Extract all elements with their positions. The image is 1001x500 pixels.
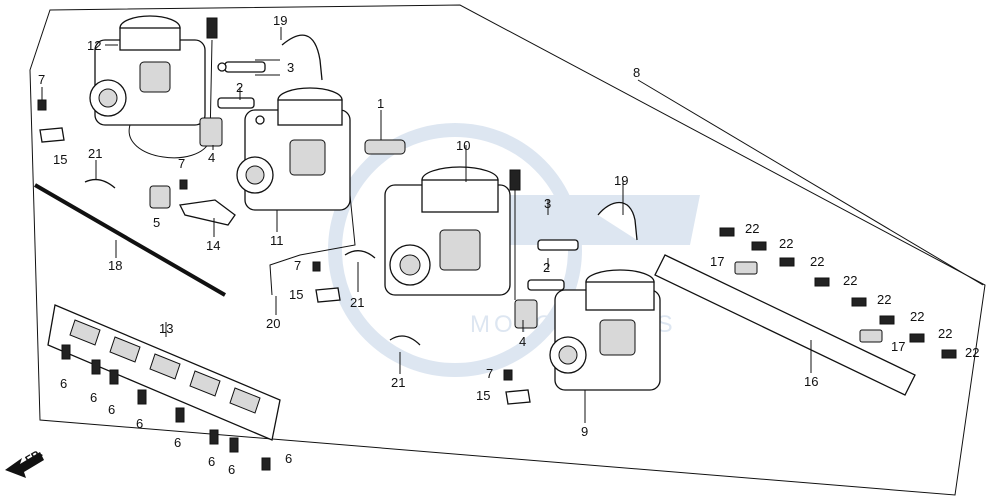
label-21: 21 [391, 375, 405, 390]
stay-plate-holes [69, 319, 261, 414]
label-6: 6 [228, 462, 235, 477]
label-22: 22 [779, 236, 793, 251]
label-11: 11 [270, 233, 284, 248]
link-arm-14 [179, 199, 236, 226]
label-3: 3 [544, 196, 551, 211]
carburetor-top-left [89, 15, 218, 159]
label-22: 22 [910, 309, 924, 324]
label-17: 17 [891, 339, 905, 354]
label-15: 15 [289, 287, 303, 302]
front-label: FR. [24, 447, 45, 466]
clamp-15-b [315, 287, 341, 303]
label-6: 6 [60, 376, 67, 391]
clip-21-a [84, 178, 116, 189]
clip-21-c [389, 335, 421, 346]
grommet-17-b [859, 329, 883, 343]
label-15: 15 [476, 388, 490, 403]
hose-19-top [281, 34, 323, 81]
carburetor-center [384, 166, 521, 300]
label-3: 3 [287, 60, 294, 75]
label-7: 7 [38, 72, 45, 87]
screw-7-a [37, 99, 47, 111]
clamp-15-a [39, 127, 65, 143]
label-22: 22 [965, 345, 979, 360]
label-6: 6 [90, 390, 97, 405]
label-19: 19 [273, 13, 287, 28]
label-1: 1 [377, 96, 384, 111]
label-22: 22 [810, 254, 824, 269]
label-6: 6 [108, 402, 115, 417]
spring-4-lower [514, 299, 538, 329]
front-direction-arrow: FR. [5, 447, 45, 478]
label-18: 18 [108, 258, 122, 273]
assembly-boundary [29, 4, 986, 496]
label-7: 7 [178, 156, 185, 171]
spring-5 [149, 185, 171, 209]
part-number-labels: 1 2 2 3 3 4 4 5 6 6 6 6 6 6 6 6 7 7 7 7 … [38, 13, 979, 477]
clamp-15-c [505, 389, 531, 405]
hose-19-right [597, 202, 638, 241]
label-6: 6 [208, 454, 215, 469]
screw-7-b [179, 179, 188, 190]
label-7: 7 [486, 366, 493, 381]
leader-lines [41, 27, 984, 423]
grommet-17-a [734, 261, 758, 275]
label-22: 22 [843, 273, 857, 288]
label-22: 22 [938, 326, 952, 341]
label-10: 10 [456, 138, 470, 153]
joint-pipes-upper [217, 61, 266, 125]
label-8: 8 [633, 65, 640, 80]
label-16: 16 [804, 374, 818, 389]
label-21: 21 [350, 295, 364, 310]
label-14: 14 [206, 238, 220, 253]
screws-6 [61, 344, 271, 471]
label-5: 5 [153, 215, 160, 230]
carburetor-right [549, 269, 661, 391]
label-19: 19 [614, 173, 628, 188]
screw-7-d [503, 369, 513, 381]
joint-pipes-lower [527, 239, 579, 291]
label-6: 6 [136, 416, 143, 431]
label-6: 6 [285, 451, 292, 466]
label-22: 22 [877, 292, 891, 307]
label-2: 2 [543, 260, 550, 275]
label-12: 12 [87, 38, 101, 53]
label-20: 20 [266, 316, 280, 331]
screws-22 [719, 227, 957, 359]
label-15: 15 [53, 152, 67, 167]
label-4: 4 [208, 150, 215, 165]
label-7: 7 [294, 258, 301, 273]
rod-18 [33, 183, 227, 297]
label-9: 9 [581, 424, 588, 439]
screw-7-c [312, 261, 321, 272]
label-4: 4 [519, 334, 526, 349]
label-2: 2 [236, 80, 243, 95]
spring-4-upper [199, 117, 223, 147]
label-17: 17 [710, 254, 724, 269]
carburetor-mid-left [236, 87, 351, 211]
label-6: 6 [174, 435, 181, 450]
arrow-icon [5, 452, 44, 478]
label-22: 22 [745, 221, 759, 236]
label-21: 21 [88, 146, 102, 161]
stay-plate-16 [654, 254, 916, 396]
label-13: 13 [159, 321, 173, 336]
throttle-shaft-1 [364, 139, 406, 155]
pipe-20 [269, 194, 356, 296]
clip-21-b [344, 250, 376, 259]
